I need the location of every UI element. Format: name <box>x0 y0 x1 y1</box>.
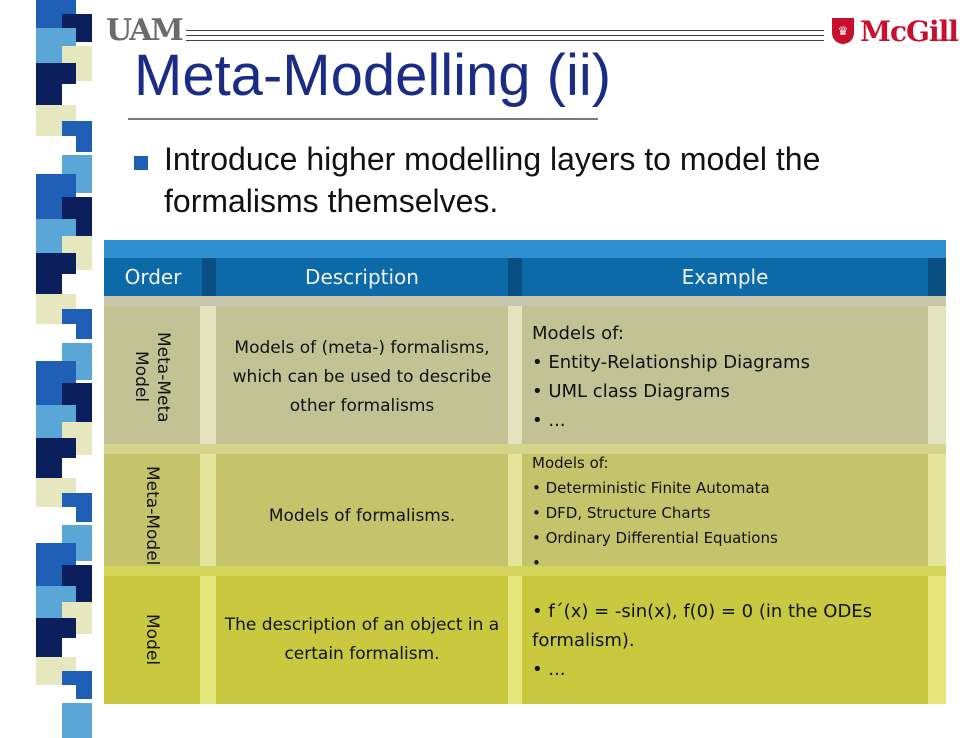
order-label: Meta-Meta Model <box>131 331 173 423</box>
example-item: ... <box>532 406 810 435</box>
description-text: Models of formalisms. <box>268 505 456 526</box>
header-rule <box>186 35 824 36</box>
header-order-cell: Order <box>104 240 216 296</box>
mcgill-shield-icon: ♛ <box>832 18 854 44</box>
slide-title: Meta-Modelling (ii) <box>134 43 612 108</box>
order-label: Meta-Model <box>142 466 162 566</box>
title-underline <box>128 118 598 120</box>
header-example-cell: Example <box>522 240 946 296</box>
order-label: Model <box>142 614 162 666</box>
row-meta-meta-description-cell: Models of (meta-) formalisms, which can … <box>216 296 522 448</box>
row-meta-meta-order-cell: Meta-Meta Model <box>104 296 216 448</box>
description-text: Models of (meta-) formalisms, which can … <box>232 337 492 416</box>
row-meta-example-cell: Models of: Deterministic Finite Automata… <box>522 444 946 578</box>
header-description-label: Description <box>305 265 419 289</box>
example-item: ... <box>532 655 928 684</box>
example-heading: Models of: <box>532 323 624 344</box>
header-description-cell: Description <box>216 240 522 296</box>
example-item: DFD, Structure Charts <box>532 501 778 526</box>
row-model-example-cell: f´(x) = -sin(x), f(0) = 0 (in the ODEs f… <box>522 566 946 704</box>
header-rule <box>186 40 824 41</box>
bullet-text: Introduce higher modelling layers to mod… <box>164 141 821 219</box>
example-list: Deterministic Finite Automata DFD, Struc… <box>532 476 778 576</box>
example-list: f´(x) = -sin(x), f(0) = 0 (in the ODEs f… <box>532 597 928 684</box>
uam-logo-text: UAM <box>106 13 184 48</box>
mcgill-logo-text: McGill <box>860 14 959 48</box>
header-example-label: Example <box>681 265 769 289</box>
row-model-order-cell: Model <box>104 566 216 704</box>
row-meta-meta-example-cell: Models of: Entity-Relationship Diagrams … <box>522 296 946 448</box>
bullet-item: Introduce higher modelling layers to mod… <box>134 138 944 222</box>
decorative-strip <box>0 0 108 738</box>
example-item: UML class Diagrams <box>532 377 810 406</box>
row-meta-order-cell: Meta-Model <box>104 444 216 578</box>
example-item: f´(x) = -sin(x), f(0) = 0 (in the ODEs f… <box>532 597 928 655</box>
example-item: Entity-Relationship Diagrams <box>532 348 810 377</box>
row-meta-description-cell: Models of formalisms. <box>216 444 522 578</box>
example-list: Entity-Relationship Diagrams UML class D… <box>532 348 810 435</box>
example-heading: Models of: <box>532 453 609 472</box>
description-text: The description of an object in a certai… <box>224 615 500 664</box>
mcgill-logo: ♛ McGill <box>832 14 959 48</box>
square-bullet-icon <box>134 156 148 170</box>
strip-block <box>62 702 92 738</box>
example-item: Deterministic Finite Automata <box>532 476 778 501</box>
example-item: Ordinary Differential Equations <box>532 526 778 551</box>
uam-logo: UAM <box>106 14 184 48</box>
header-rule <box>186 30 824 31</box>
row-model-description-cell: The description of an object in a certai… <box>216 566 522 704</box>
header-order-label: Order <box>124 265 182 289</box>
